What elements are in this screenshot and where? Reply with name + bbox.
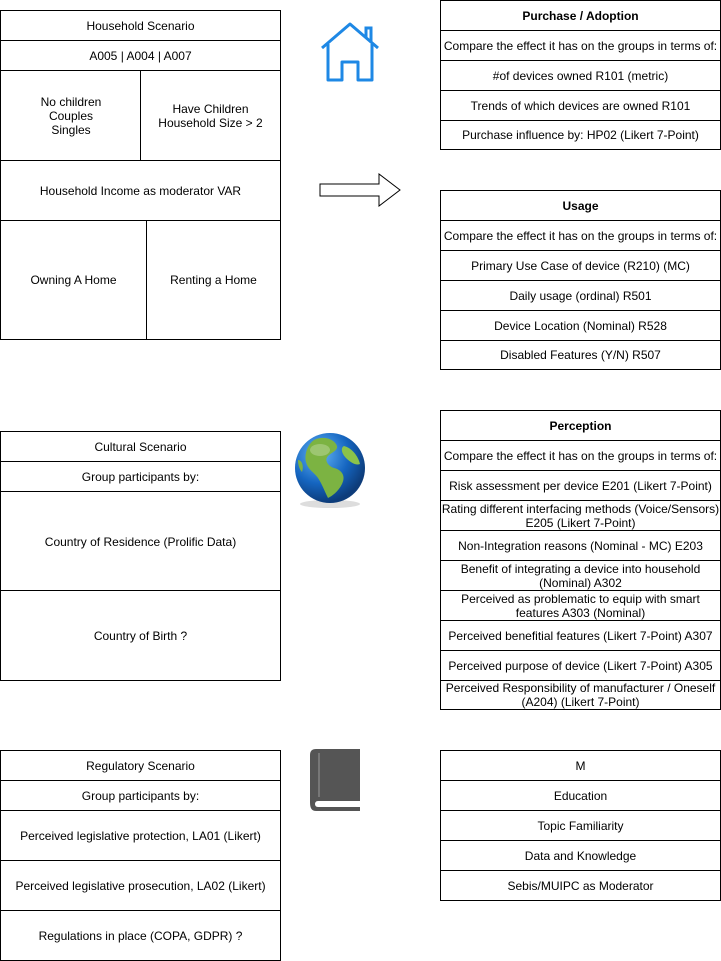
- perception-item: Perceived benefitial features (Likert 7-…: [448, 629, 713, 643]
- moderator-item: Sebis/MUIPC as Moderator: [507, 878, 654, 893]
- cultural-group-by: Group participants by:: [81, 470, 200, 484]
- country-of-birth: Country of Birth ?: [93, 628, 188, 643]
- perception-compare: Compare the effect it has on the groups …: [443, 449, 718, 463]
- moderator-item: Topic Familiarity: [537, 819, 624, 833]
- usage-item: Disabled Features (Y/N) R507: [500, 348, 661, 362]
- legislative-protection: Perceived legislative protection, LA01 (…: [20, 829, 261, 843]
- regulatory-scenario-panel: Regulatory Scenario Group participants b…: [0, 750, 281, 961]
- usage-title: Usage: [562, 199, 599, 213]
- usage-item: Daily usage (ordinal) R501: [509, 289, 652, 303]
- purchase-compare: Compare the effect it has on the groups …: [443, 39, 718, 53]
- purchase-title: Purchase / Adoption: [522, 9, 639, 23]
- perception-item: Risk assessment per device E201 (Likert …: [449, 479, 712, 493]
- perception-item: Perceived purpose of device (Likert 7-Po…: [448, 659, 713, 673]
- globe-icon: [295, 433, 365, 508]
- perception-item: Rating different interfacing methods (Vo…: [441, 502, 720, 530]
- perception-panel: Perception Compare the effect it has on …: [440, 410, 721, 710]
- household-income-moderator: Household Income as moderator VAR: [39, 183, 242, 198]
- usage-compare: Compare the effect it has on the groups …: [443, 229, 718, 243]
- right-arrow-icon: [319, 173, 401, 207]
- household-title: Household Scenario: [86, 19, 195, 33]
- cultural-scenario-panel: Cultural Scenario Group participants by:…: [0, 431, 281, 681]
- perception-item: Perceived Responsibility of manufacturer…: [445, 681, 716, 709]
- purchase-item: #of devices owned R101 (metric): [492, 69, 669, 83]
- household-scenario-panel: Household Scenario A005 | A004 | A007 No…: [0, 10, 281, 340]
- country-of-residence: Country of Residence (Prolific Data): [44, 534, 237, 549]
- purchase-item: Purchase influence by: HP02 (Likert 7-Po…: [462, 128, 699, 142]
- purchase-item: Trends of which devices are owned R101: [470, 99, 691, 113]
- usage-item: Device Location (Nominal) R528: [494, 319, 667, 333]
- perception-item: Non-Integration reasons (Nominal - MC) E…: [458, 539, 703, 553]
- regulations-in-place: Regulations in place (COPA, GDPR) ?: [38, 928, 243, 943]
- book-icon: [310, 749, 360, 811]
- legislative-prosecution: Perceived legislative prosecution, LA02 …: [15, 879, 266, 893]
- moderators-panel: M Education Topic Familiarity Data and K…: [440, 750, 721, 901]
- usage-item: Primary Use Case of device (R210) (MC): [471, 259, 690, 273]
- owning-home-group: Owning A Home: [30, 273, 117, 287]
- moderator-item: Data and Knowledge: [524, 849, 637, 863]
- perception-item: Benefit of integrating a device into hou…: [460, 562, 701, 590]
- moderators-title: M: [575, 759, 586, 773]
- moderator-item: Education: [553, 789, 608, 803]
- cultural-title: Cultural Scenario: [94, 440, 187, 454]
- regulatory-group-by: Group participants by:: [81, 789, 200, 803]
- purchase-adoption-panel: Purchase / Adoption Compare the effect i…: [440, 0, 721, 150]
- regulatory-title: Regulatory Scenario: [86, 759, 195, 773]
- house-icon: [321, 22, 379, 82]
- usage-panel: Usage Compare the effect it has on the g…: [440, 190, 721, 370]
- household-codes: A005 | A004 | A007: [89, 49, 192, 63]
- perception-title: Perception: [549, 419, 612, 433]
- no-children-group: No children Couples Singles: [40, 94, 102, 137]
- renting-home-group: Renting a Home: [170, 273, 257, 287]
- perception-item: Perceived as problematic to equip with s…: [461, 592, 700, 620]
- have-children-group: Have Children Household Size > 2: [158, 101, 263, 130]
